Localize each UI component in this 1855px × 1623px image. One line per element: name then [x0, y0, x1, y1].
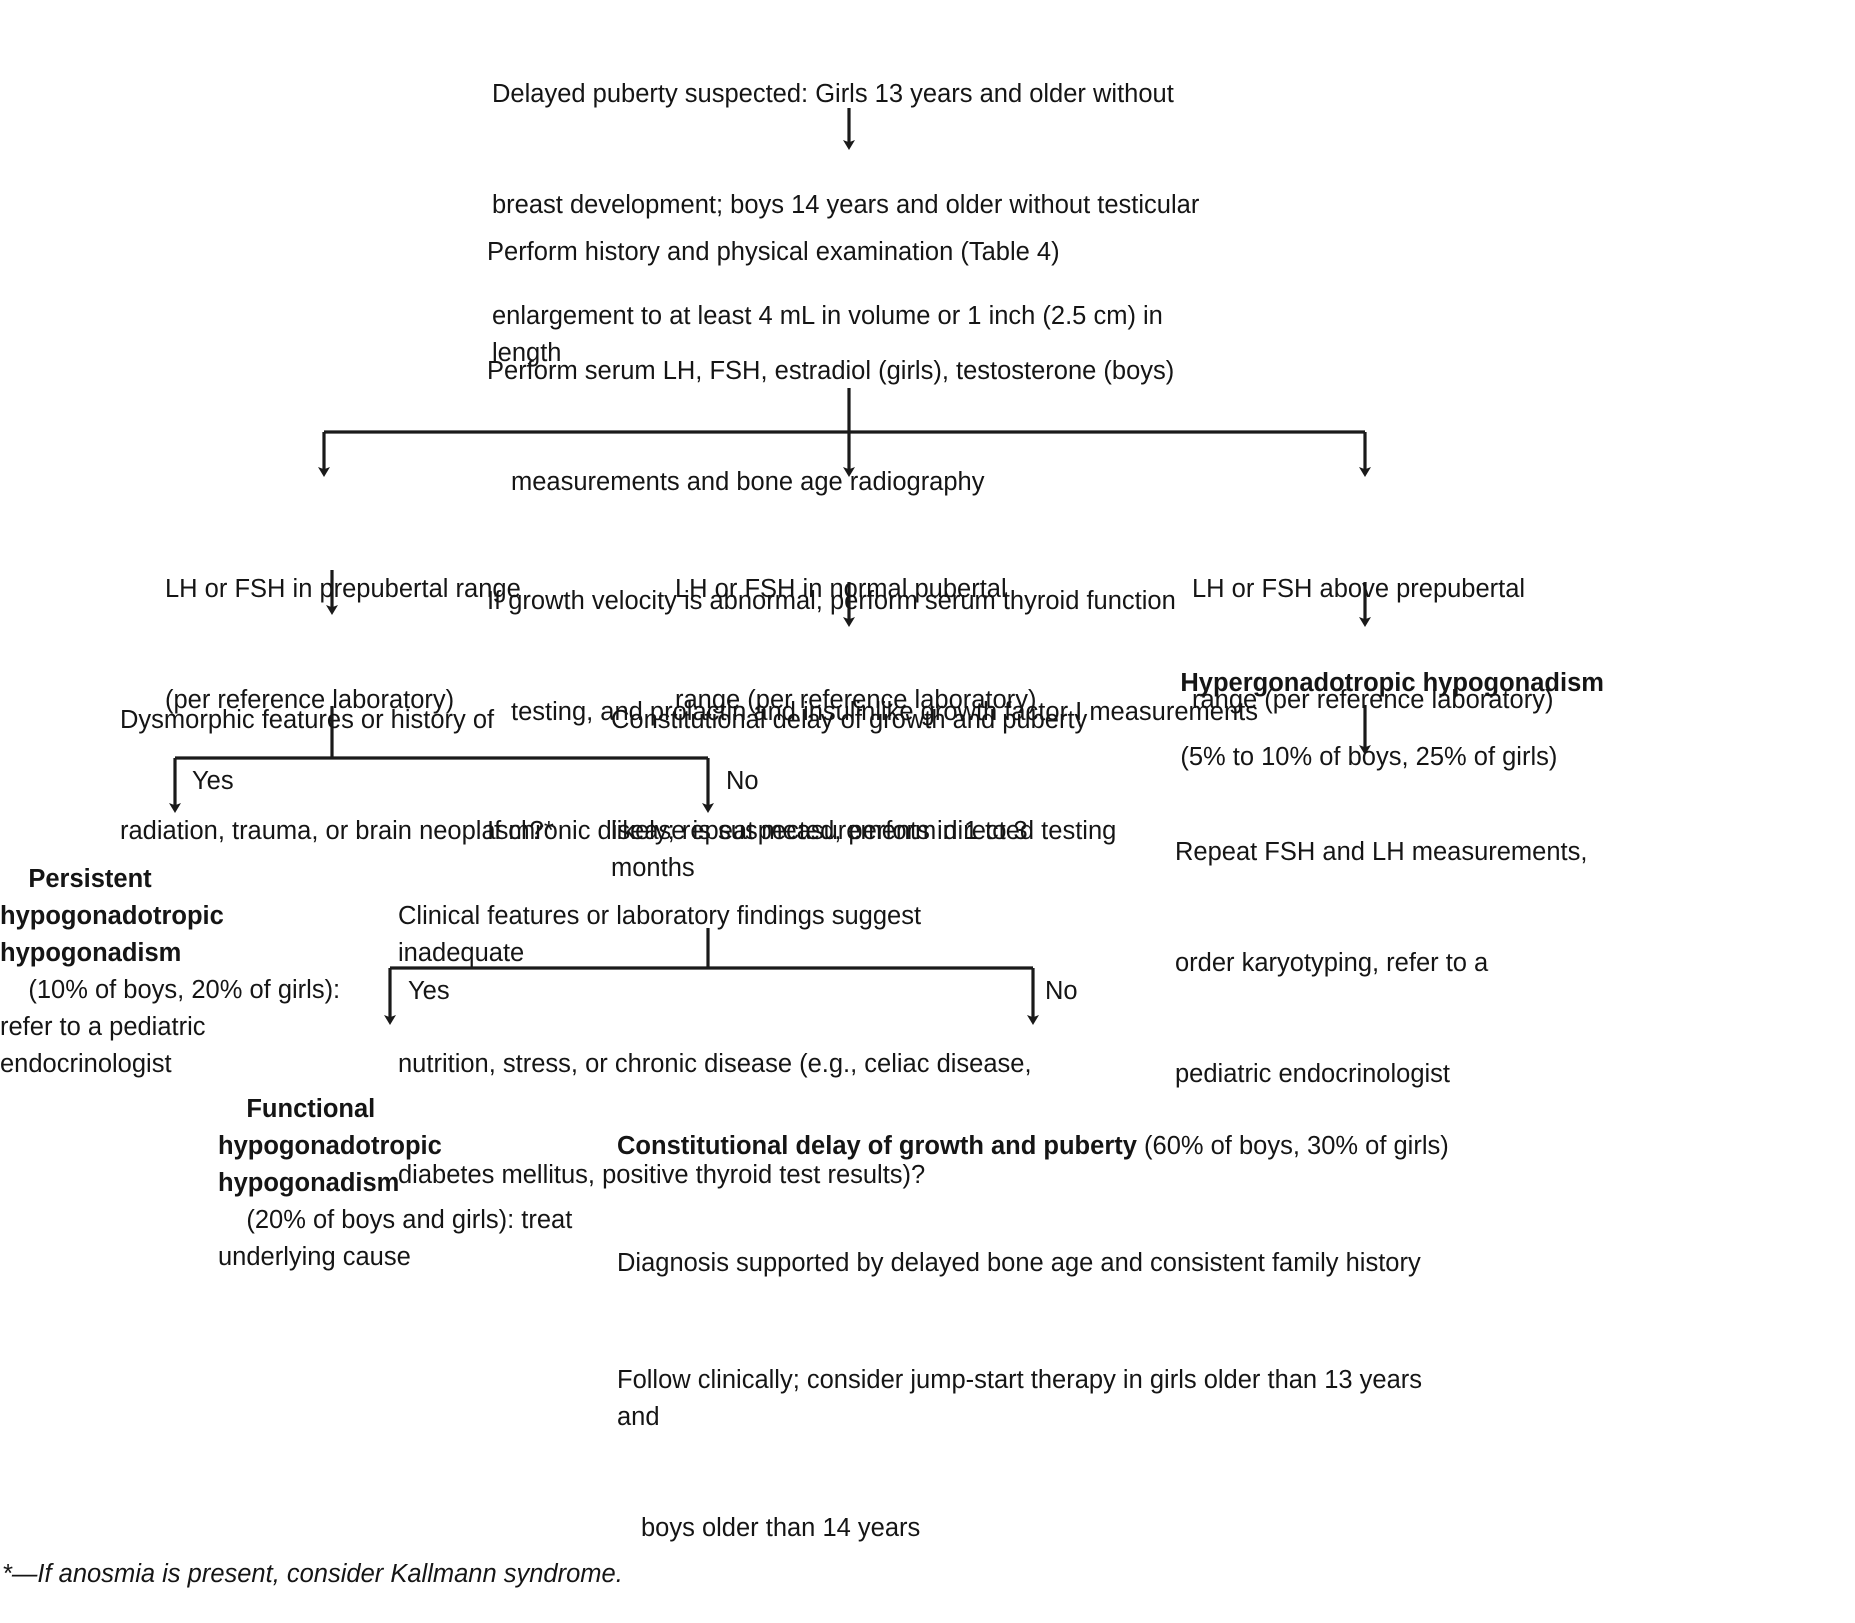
node-label-bold: Constitutional delay of growth and puber…: [617, 1132, 1137, 1160]
node-line: If growth velocity is abnormal, perform …: [487, 587, 1176, 615]
node-dysmorphic-features-question: Dysmorphic features or history of radiat…: [120, 628, 590, 924]
node-line: (10% of boys, 20% of girls): refer to a …: [0, 976, 348, 1078]
node-persistent-hypogonadotropic-hypogonadism: Persistent hypogonadotropic hypogonadism…: [0, 824, 360, 1120]
node-line: Constitutional delay of growth and puber…: [611, 706, 1088, 734]
node-line: Perform serum LH, FSH, estradiol (girls)…: [487, 357, 1175, 385]
node-constitutional-delay-final: Constitutional delay of growth and puber…: [617, 1054, 1457, 1623]
node-line: Clinical features or laboratory findings…: [398, 902, 929, 967]
node-line: radiation, trauma, or brain neoplasm?*: [120, 817, 554, 845]
node-line: Delayed puberty suspected: Girls 13 year…: [492, 80, 1174, 108]
node-lh-fsh-prepubertal: LH or FSH in prepubertal range (per refe…: [165, 497, 585, 793]
node-line: Follow clinically; consider jump-start t…: [617, 1366, 1430, 1431]
node-headline: Constitutional delay of growth and puber…: [617, 1128, 1457, 1165]
node-line: breast development; boys 14 years and ol…: [492, 191, 1200, 219]
node-line: LH or FSH above prepubertal: [1192, 575, 1526, 603]
node-line: LH or FSH in prepubertal range: [165, 575, 521, 603]
node-line: enlargement to at least 4 mL in volume o…: [492, 302, 1170, 367]
node-line: If chronic disease is suspected, perform…: [487, 817, 1117, 845]
node-line: Repeat FSH and LH measurements,: [1175, 838, 1588, 866]
node-line: (per reference laboratory): [165, 686, 455, 714]
node-delayed-puberty-suspected: Delayed puberty suspected: Girls 13 year…: [492, 2, 1232, 446]
node-line: range (per reference laboratory): [1192, 686, 1554, 714]
node-label-rest: (60% of boys, 30% of girls): [1144, 1132, 1449, 1160]
node-line: pediatric endocrinologist: [1175, 1060, 1450, 1088]
edge-label-yes-clinical: Yes: [408, 977, 450, 1005]
node-line: order karyotyping, refer to a: [1175, 949, 1489, 977]
node-line: testing, and prolactin and insulinlike g…: [511, 698, 1258, 726]
node-hypergonadotropic-hypogonadism: Hypergonadotropic hypogonadism (5% to 10…: [1152, 628, 1855, 813]
node-label-bold: Hypergonadotropic hypogonadism: [1180, 669, 1604, 697]
node-lh-fsh-normal-pubertal: LH or FSH in normal pubertal range (per …: [675, 497, 1075, 793]
node-repeat-fsh-lh: Repeat FSH and LH measurements, order ka…: [1175, 760, 1595, 1167]
node-line: Perform history and physical examination…: [487, 238, 1060, 266]
edge-label-no-dysmorphic: No: [726, 767, 759, 795]
node-line: measurements and bone age radiography: [511, 468, 985, 496]
node-lh-fsh-above-prepubertal: LH or FSH above prepubertal range (per r…: [1192, 497, 1592, 793]
node-line: LH or FSH in normal pubertal: [675, 575, 1007, 603]
node-line: Diagnosis supported by delayed bone age …: [617, 1249, 1421, 1277]
node-line: nutrition, stress, or chronic disease (e…: [398, 1050, 1032, 1078]
node-constitutional-delay-likely: Constitutional delay of growth and puber…: [611, 628, 1111, 961]
edge-label-yes-dysmorphic: Yes: [192, 767, 234, 795]
node-line: boys older than 14 years: [641, 1514, 921, 1542]
node-functional-hypogonadotropic-hypogonadism: Functional hypogonadotropic hypogonadism…: [218, 1054, 578, 1313]
node-line: range (per reference laboratory): [675, 686, 1037, 714]
node-label-bold: Functional hypogonadotropic hypogonadism: [218, 1095, 449, 1197]
node-initial-workup: Perform history and physical examination…: [487, 160, 1287, 924]
edge-label-no-clinical: No: [1045, 977, 1078, 1005]
node-line: diabetes mellitus, positive thyroid test…: [398, 1161, 926, 1189]
node-clinical-features-question: Clinical features or laboratory findings…: [398, 824, 1048, 1268]
footnote-anosmia: *—If anosmia is present, consider Kallma…: [2, 1560, 623, 1588]
node-label-bold: Persistent hypogonadotropic hypogonadism: [0, 865, 231, 967]
node-line: Dysmorphic features or history of: [120, 706, 495, 734]
node-line: (20% of boys and girls): treat underlyin…: [218, 1206, 580, 1271]
node-line: (5% to 10% of boys, 25% of girls): [1180, 743, 1558, 771]
node-line: likely; repeat measurements in 1 to 3 mo…: [611, 817, 1035, 882]
